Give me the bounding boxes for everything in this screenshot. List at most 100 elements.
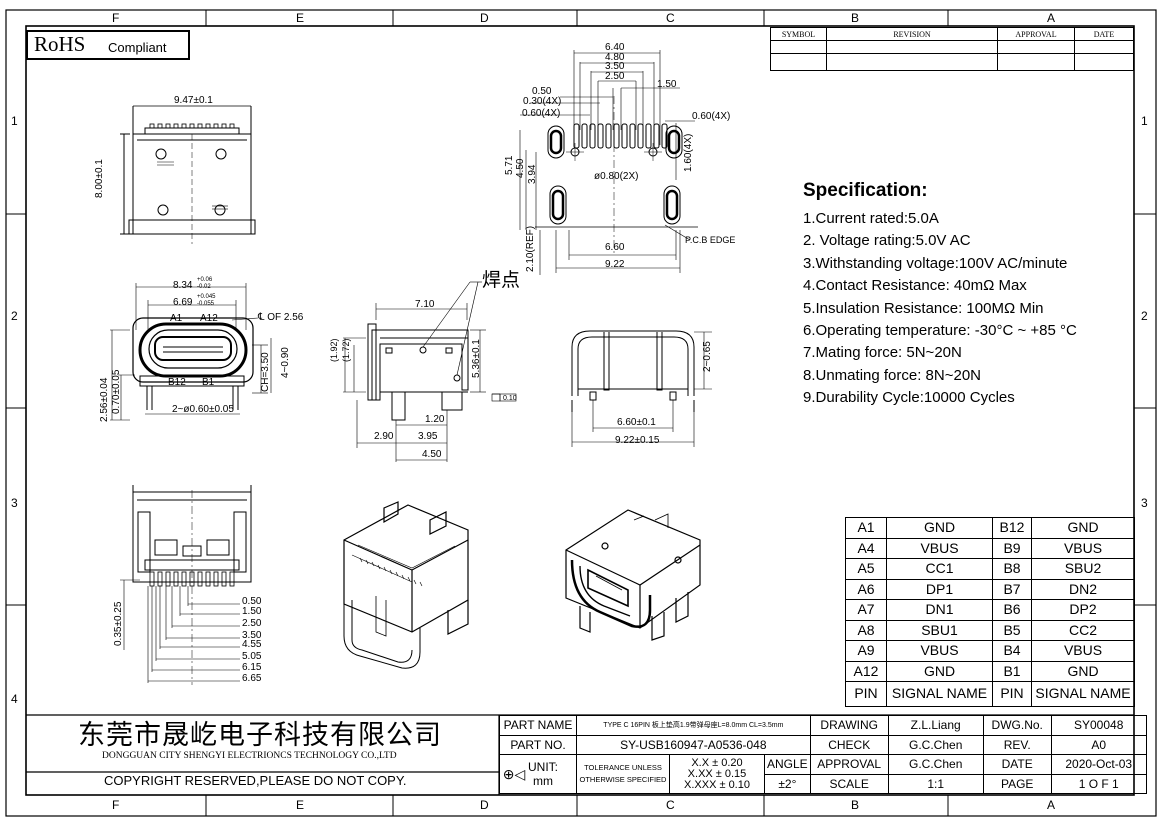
angle-value: ±2° [764, 773, 811, 794]
rev-cell [997, 53, 1075, 71]
dim: 0.30(4X) [523, 96, 562, 107]
dim: 6.65 [242, 673, 262, 684]
rev-value: A0 [1050, 734, 1147, 755]
col-label-top: B [851, 11, 860, 25]
dim: 2~0.65 [702, 341, 713, 372]
rev-header-symbol: SYMBOL [770, 27, 827, 41]
part-no-value: SY-USB160947-A0536-048 [576, 734, 811, 755]
tolerance-xx: X.X ± 0.20 [691, 756, 743, 769]
dim: 0.70±0.05 [111, 369, 122, 414]
dim: 6.40 [605, 42, 625, 53]
signal-cell: CC1 [886, 558, 993, 580]
sheet-frame [5, 9, 1157, 817]
dim-tol: -0.055 [197, 301, 215, 307]
row-label-right: 1 [1141, 114, 1148, 128]
dim: 5.36±0.1 [471, 339, 482, 378]
spec-line: 5.Insulation Resistance: 100MΩ Min [803, 299, 1044, 317]
rev-header-approval: APPROVAL [997, 27, 1075, 41]
col-label-top: A [1047, 11, 1056, 25]
dim: 6.69 [173, 297, 193, 308]
pin-cell: A6 [845, 578, 887, 600]
header-cell: PIN [845, 681, 887, 707]
dim: 2.50 [605, 71, 625, 82]
pin-cell: B8 [992, 558, 1032, 580]
drawing-value: Z.L.Liang [887, 715, 984, 736]
pin-cell: B1 [992, 660, 1032, 682]
spec-title: Specification: [803, 180, 928, 201]
rev-cell [997, 40, 1075, 54]
signal-cell: DN1 [886, 599, 993, 621]
dim: 2.56±0.04 [99, 377, 110, 422]
pin-cell: A8 [845, 619, 887, 641]
scale-value: 1:1 [887, 773, 984, 794]
page-value: 1 O F 1 [1050, 773, 1147, 794]
part-name-value: TYPE C 16PIN 板上垫高1.9带弹母座L=8.0mm CL=3.5mm [576, 715, 811, 736]
front-view [110, 283, 272, 421]
col-label-bottom: A [1047, 798, 1056, 812]
pcb-edge-label: P.C.B EDGE [685, 235, 736, 245]
signal-cell: VBUS [1031, 537, 1135, 559]
dim: 5.71 [504, 155, 515, 175]
signal-cell: GND [886, 660, 993, 682]
signal-cell: DP2 [1031, 599, 1135, 621]
header-cell: PIN [992, 681, 1032, 707]
pcb-footprint [519, 50, 698, 275]
dim: 2.90 [374, 431, 394, 442]
signal-cell: SBU1 [886, 619, 993, 641]
row-label-left: 3 [11, 496, 18, 510]
spec-line: 7.Mating force: 5N~20N [803, 344, 962, 362]
projection-symbol-icon: ⊕◁ [502, 765, 526, 782]
signal-cell: GND [886, 517, 993, 539]
tolerance-line: OTHERWISE SPECIFIED [579, 775, 667, 784]
pin-cell: B6 [992, 599, 1032, 621]
pin-cell: A9 [845, 640, 887, 662]
dim-top-height: 8.00±0.1 [94, 159, 105, 198]
rev-cell [1074, 53, 1134, 71]
pin-cell: A7 [845, 599, 887, 621]
signal-cell: CC2 [1031, 619, 1135, 641]
pin-cell: A1 [845, 517, 887, 539]
col-label-bottom: D [480, 798, 489, 812]
copyright-notice: COPYRIGHT RESERVED,PLEASE DO NOT COPY. [104, 773, 407, 788]
dim: 1.50 [657, 79, 677, 90]
dim: 4~0.90 [280, 347, 291, 378]
spec-line: 9.Durability Cycle:10000 Cycles [803, 389, 1015, 407]
dim: 2.10(REF) [525, 225, 536, 272]
dim: 4.50 [515, 158, 526, 178]
row-label-left: 4 [11, 692, 18, 706]
page-label: PAGE [982, 773, 1052, 794]
rev-cell [770, 53, 827, 71]
signal-cell: DP1 [886, 578, 993, 600]
dwg-no-label: DWG.No. [982, 715, 1052, 736]
dim: ℄ OF 2.56 [258, 312, 304, 323]
check-label: CHECK [809, 734, 889, 755]
dim: 4.80 [605, 52, 625, 63]
row-label-left: 2 [11, 309, 18, 323]
part-no-label: PART NO. [499, 734, 577, 755]
rear-view [571, 330, 712, 447]
dim: 4.50 [422, 449, 442, 460]
dim: 0.60(4X) [692, 111, 731, 122]
rohs-badge: RoHS Compliant [26, 30, 190, 60]
signal-cell: VBUS [1031, 640, 1135, 662]
tolerance-line: TOLERANCE UNLESS [584, 763, 662, 772]
company-name-en: DONGGUAN CITY SHENGYI ELECTRIONCS TECHNO… [102, 751, 397, 761]
signal-cell: VBUS [886, 537, 993, 559]
pin-cell: A12 [845, 660, 887, 682]
dim: CH=3.50 [260, 352, 271, 392]
drawing-label: DRAWING [809, 715, 889, 736]
spec-line: 4.Contact Resistance: 40mΩ Max [803, 277, 1027, 295]
pin-label: A1 [170, 313, 183, 324]
side-view [343, 281, 517, 462]
date-label: DATE [982, 754, 1052, 775]
spec-line: 8.Unmating force: 8N~20N [803, 366, 982, 384]
flatness: 0.10 [503, 395, 517, 402]
header-cell: SIGNAL NAME [886, 681, 993, 707]
rev-cell [770, 40, 827, 54]
dim: 9.22 [605, 259, 625, 270]
pin-label: B1 [202, 377, 215, 388]
